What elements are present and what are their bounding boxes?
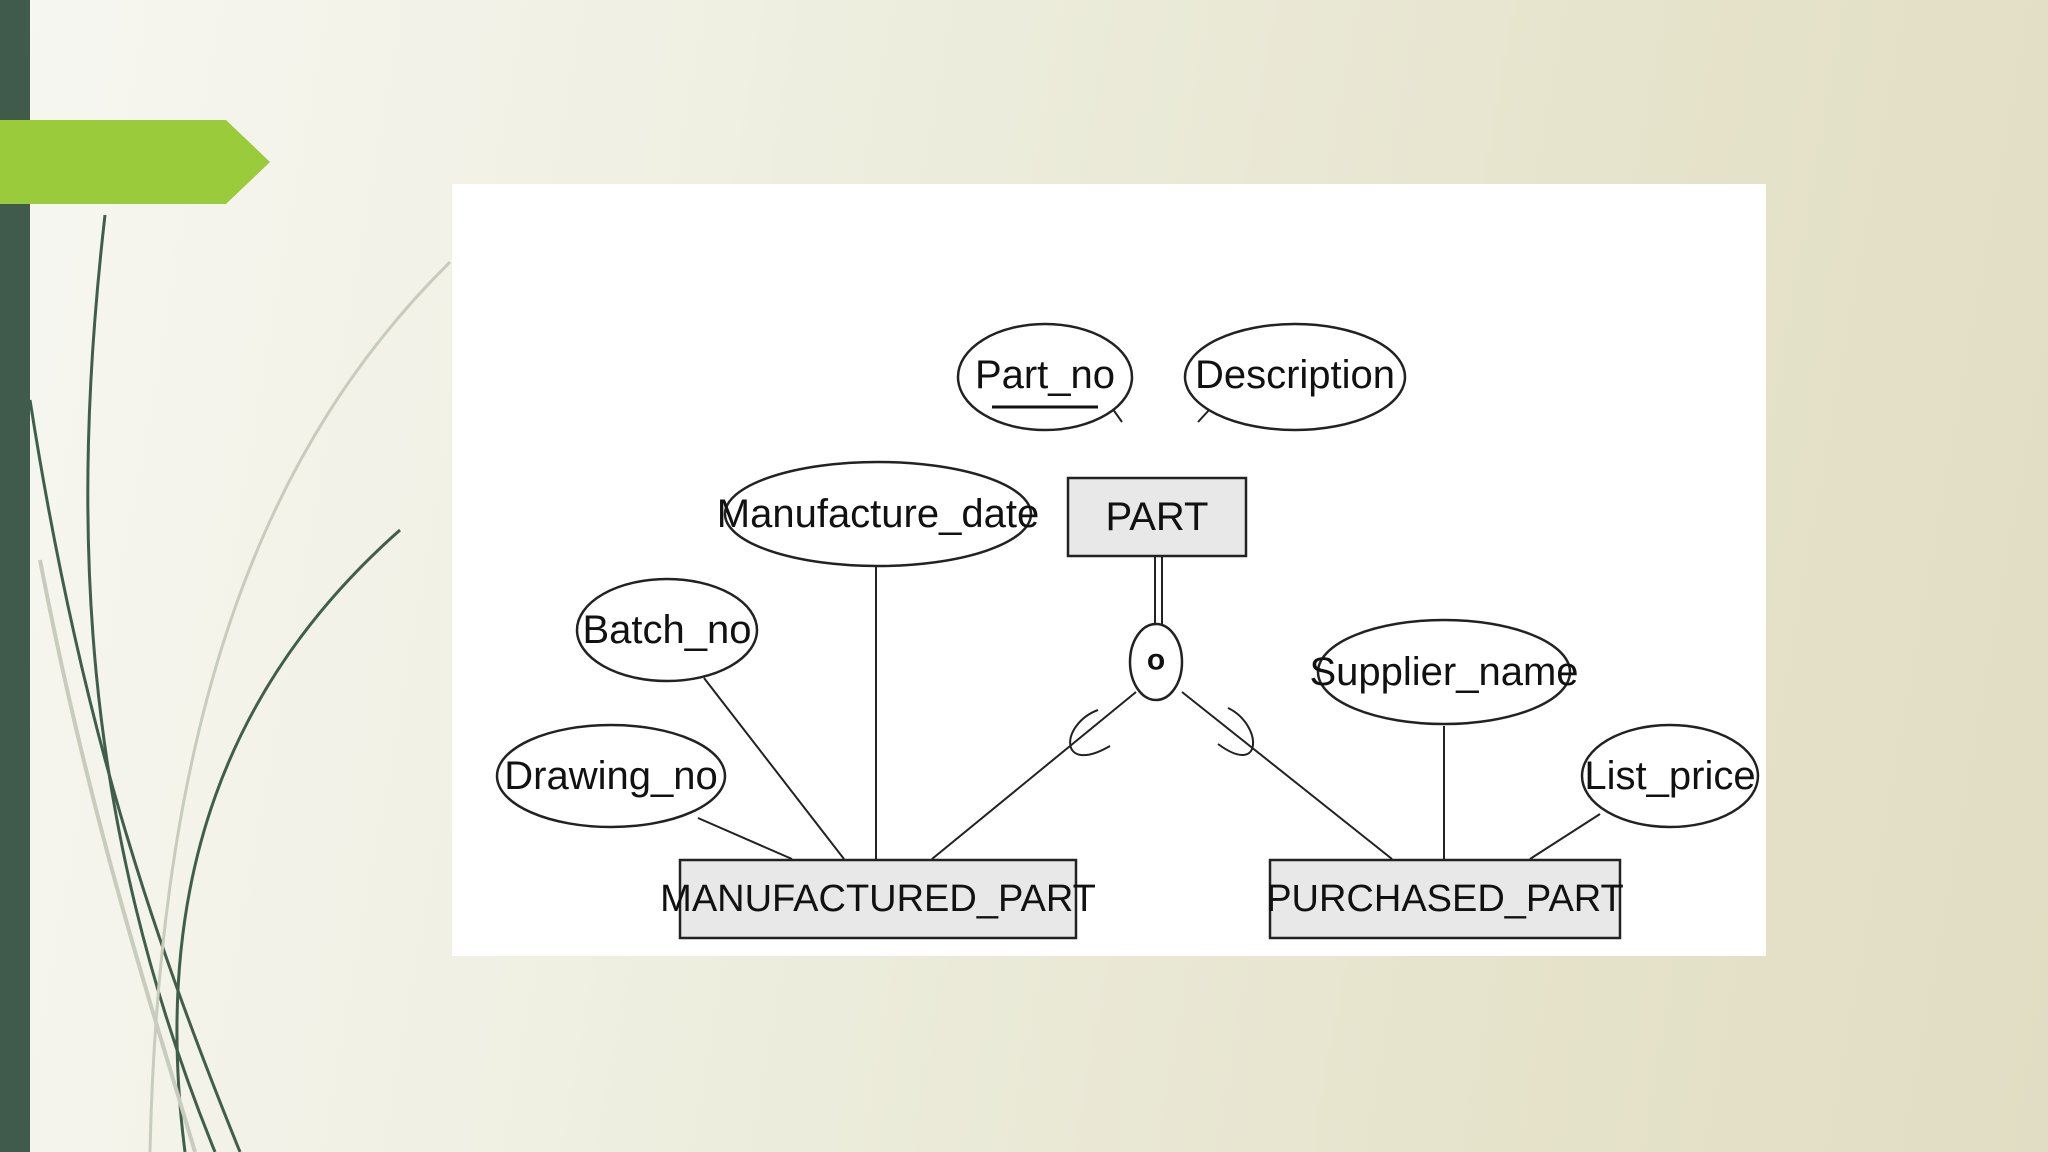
- connector-batch-no: [703, 677, 845, 860]
- attribute-manufacture-date: [723, 460, 1033, 568]
- decorative-stroke: [38, 559, 197, 1152]
- decorative-stroke: [28, 399, 242, 1152]
- attribute-batch-no-label: Batch_no: [582, 608, 751, 652]
- attribute-part-no: [956, 322, 1134, 432]
- connector-circle-to-manufactured: [931, 691, 1137, 860]
- entity-manufactured-part: [678, 858, 1078, 940]
- decorative-stroke: [86, 214, 217, 1152]
- decorative-stroke: [148, 260, 452, 1152]
- attribute-batch-no: [575, 577, 759, 683]
- connector-list-price: [1529, 813, 1601, 860]
- attribute-part-no-label: Part_no: [975, 353, 1115, 397]
- attribute-manufacture-date-label: Manufacture_date: [717, 492, 1039, 536]
- attribute-drawing-no: [495, 723, 727, 829]
- entity-part: [1066, 476, 1248, 558]
- disjointness-circle: [1128, 622, 1184, 702]
- attribute-supplier-name: [1316, 618, 1572, 726]
- connector-drawing-no: [697, 817, 793, 860]
- attribute-list-price: [1580, 723, 1760, 829]
- attribute-drawing-no-label: Drawing_no: [504, 754, 717, 798]
- entity-purchased-part-label: PURCHASED_PART: [1266, 878, 1624, 920]
- eer-diagram: o PART MANUFACTURED_PART PURCHASED_PART …: [495, 322, 1760, 940]
- attribute-description-label: Description: [1195, 353, 1395, 397]
- subset-symbol-right: [1217, 707, 1255, 757]
- entity-part-label: PART: [1106, 495, 1209, 539]
- disjointness-symbol: o: [1147, 644, 1165, 677]
- entity-purchased-part: [1268, 858, 1622, 940]
- er-diagram-panel: o PART MANUFACTURED_PART PURCHASED_PART …: [452, 184, 1766, 956]
- decorative-stroke: [175, 528, 401, 1152]
- attribute-description: [1183, 322, 1407, 432]
- entity-manufactured-part-label: MANUFACTURED_PART: [660, 878, 1096, 920]
- attribute-supplier-name-label: Supplier_name: [1309, 650, 1578, 694]
- attribute-list-price-label: List_price: [1584, 754, 1755, 798]
- connector-circle-to-purchased: [1181, 691, 1393, 860]
- subset-symbol-left: [1069, 709, 1111, 757]
- green-arrow-shape: [0, 120, 270, 204]
